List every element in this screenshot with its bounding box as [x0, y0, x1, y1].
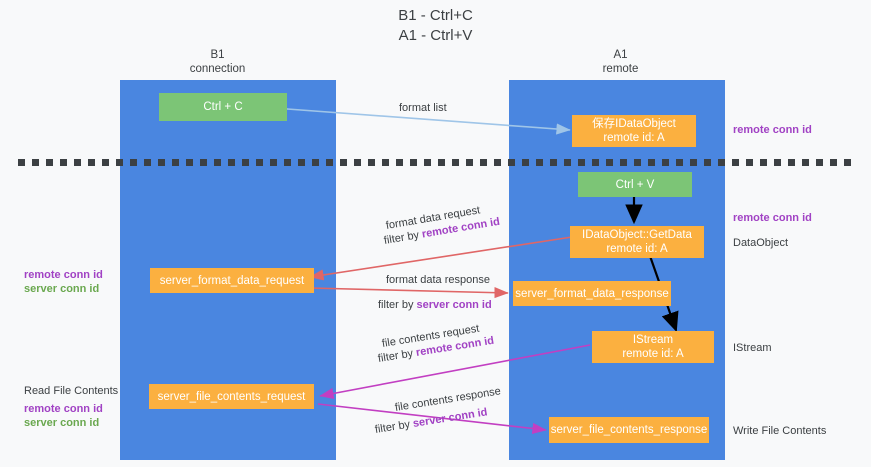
node-server-format-data-response-label: server_format_data_response	[515, 287, 669, 300]
column-header-b1-name: B1	[210, 49, 225, 61]
node-server-format-data-request[interactable]: server_format_data_request	[150, 268, 314, 293]
node-save-idataobject-label: 保存IDataObject	[592, 118, 676, 130]
node-save-idataobject[interactable]: 保存IDataObject remote id: A	[572, 115, 696, 147]
node-ctrl-v[interactable]: Ctrl + V	[578, 172, 692, 197]
node-idataobject-getdata-label: IDataObject::GetData	[582, 229, 692, 241]
annotation-right-write-file-contents: Write File Contents	[733, 425, 827, 437]
node-save-idataobject-sub: remote id: A	[603, 132, 665, 144]
edge-label-format-data-response-filter-key: server conn id	[416, 299, 492, 311]
edge-label-format-data-response-filter: filter by server conn id	[378, 298, 492, 312]
node-istream-label: IStream	[632, 334, 674, 346]
arrow-format-data-response	[309, 287, 509, 299]
node-server-file-contents-response-label: server_file_contents_response	[550, 424, 708, 436]
annotation-right-istream: IStream	[733, 342, 772, 354]
column-header-b1-role: connection	[189, 63, 246, 75]
annotation-left-server-conn-id: server conn id	[24, 283, 100, 295]
edge-label-file-contents-response-filter-prefix: filter by	[374, 418, 414, 436]
node-server-format-data-response[interactable]: server_format_data_response	[513, 281, 671, 306]
annotation-left-remote-conn-id-2: remote conn id	[24, 403, 103, 415]
column-header-a1-name: A1	[613, 49, 628, 61]
node-server-format-data-request-label: server_format_data_request	[159, 274, 305, 287]
node-ctrl-c-label: Ctrl + C	[203, 101, 243, 113]
annotation-left-server-conn-id-2: server conn id	[24, 417, 100, 429]
diagram-title-line1: B1 - Ctrl+C	[398, 7, 473, 24]
diagram-title-line2: A1 - Ctrl+V	[398, 27, 473, 44]
node-server-file-contents-request-label: server_file_contents_request	[157, 390, 306, 403]
column-header-a1: A1 remote	[558, 48, 683, 76]
edge-label-file-contents-response-filter: filter by server conn id	[374, 405, 489, 437]
column-header-a1-role: remote	[602, 63, 639, 75]
node-istream[interactable]: IStream remote id: A	[592, 331, 714, 363]
phase-divider-dashed-line	[18, 159, 856, 166]
edge-label-format-data-response: format data response	[386, 274, 490, 286]
edge-label-format-list: format list	[399, 102, 447, 114]
node-istream-sub: remote id: A	[622, 348, 684, 360]
edge-label-format-data-response-filter-prefix: filter by	[378, 299, 417, 311]
diagram-title: B1 - Ctrl+C A1 - Ctrl+V	[0, 6, 871, 46]
annotation-left-remote-conn-id: remote conn id	[24, 269, 103, 281]
node-idataobject-getdata[interactable]: IDataObject::GetData remote id: A	[570, 226, 704, 258]
node-ctrl-c[interactable]: Ctrl + C	[159, 93, 287, 121]
column-header-b1: B1 connection	[155, 48, 280, 76]
annotation-right-remote-conn-id-top: remote conn id	[733, 124, 812, 136]
annotation-right-dataobject: DataObject	[733, 237, 789, 249]
node-server-file-contents-request[interactable]: server_file_contents_request	[149, 384, 314, 409]
annotation-left-read-file-contents: Read File Contents	[24, 385, 119, 397]
node-idataobject-getdata-sub: remote id: A	[606, 243, 668, 255]
annotation-right-remote-conn-id-mid: remote conn id	[733, 212, 812, 224]
node-server-file-contents-response[interactable]: server_file_contents_response	[549, 417, 709, 443]
node-ctrl-v-label: Ctrl + V	[615, 178, 655, 191]
